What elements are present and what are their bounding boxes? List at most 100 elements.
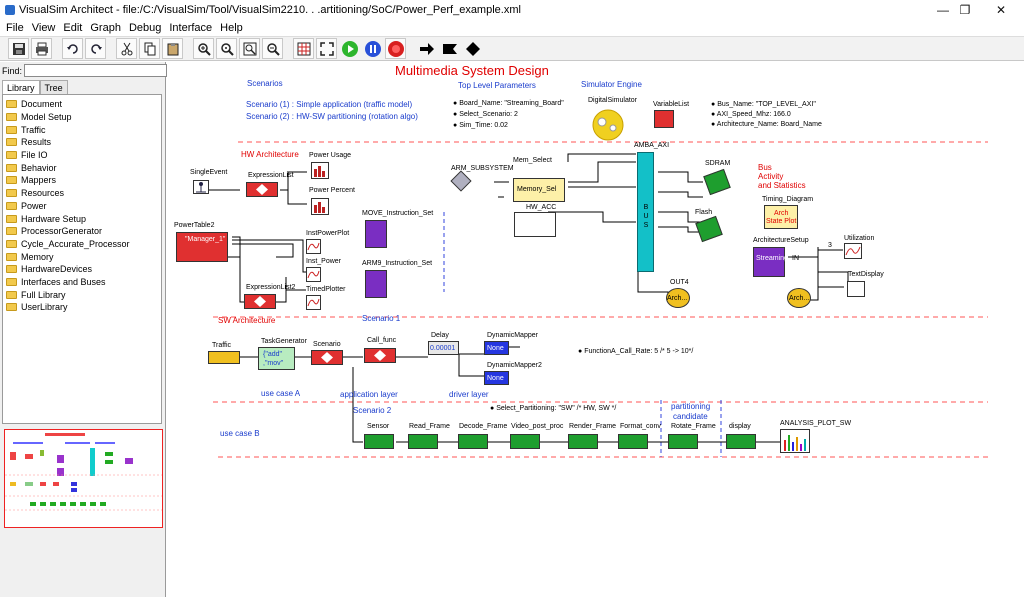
- out4-label: OUT4: [670, 279, 689, 286]
- call-func-block[interactable]: [364, 348, 396, 363]
- variable-list-block[interactable]: [654, 110, 674, 128]
- traffic-block[interactable]: [208, 351, 240, 364]
- library-item-processor-generator[interactable]: ProcessorGenerator: [3, 225, 161, 238]
- menu-help[interactable]: Help: [220, 22, 243, 34]
- delay-block[interactable]: 0.00001: [428, 341, 459, 355]
- dynamic-mapper2-none: None: [487, 375, 504, 382]
- text-display-block[interactable]: [847, 281, 865, 297]
- pipeline-video-post-proc-block[interactable]: [510, 434, 540, 449]
- task-generator-block[interactable]: {"add" ,"mov": [258, 347, 295, 370]
- folder-icon: [6, 252, 17, 261]
- close-button[interactable]: ✕: [995, 3, 1007, 17]
- pipeline-sensor-block[interactable]: [364, 434, 394, 449]
- utilization-plot[interactable]: [844, 243, 862, 259]
- zoom-in-icon[interactable]: [193, 38, 214, 59]
- text-display-label: TextDisplay: [848, 271, 884, 278]
- timed-plotter[interactable]: [306, 295, 321, 310]
- pause-icon[interactable]: [362, 38, 383, 59]
- panel-tabs: Library Tree: [2, 80, 68, 95]
- tab-tree[interactable]: Tree: [39, 80, 68, 95]
- library-item-cycle-accurate-processor[interactable]: Cycle_Accurate_Processor: [3, 238, 161, 251]
- library-item-hardware-setup[interactable]: Hardware Setup: [3, 212, 161, 225]
- flag-icon[interactable]: [439, 38, 460, 59]
- library-item-model-setup[interactable]: Model Setup: [3, 111, 161, 124]
- dynamic-mapper2-label: DynamicMapper2: [487, 362, 542, 369]
- copy-icon[interactable]: [139, 38, 160, 59]
- title-bar: VisualSim Architect - file:/C:/VisualSim…: [0, 0, 1024, 20]
- grid-icon[interactable]: [293, 38, 314, 59]
- out4-block[interactable]: Arch...: [666, 288, 690, 308]
- arm-subsystem-icon: [450, 170, 472, 192]
- pipeline-display-block[interactable]: [726, 434, 756, 449]
- expression-list2-block[interactable]: [244, 294, 276, 309]
- dynamic-mapper2-block[interactable]: None: [484, 371, 509, 385]
- analysis-plot-block[interactable]: [780, 429, 810, 453]
- model-overview-thumbnail[interactable]: [4, 429, 163, 528]
- single-event-block[interactable]: [193, 180, 209, 194]
- pipeline-read-frame-block[interactable]: [408, 434, 438, 449]
- menu-graph[interactable]: Graph: [90, 22, 121, 34]
- pipeline-render-frame-block[interactable]: [568, 434, 598, 449]
- pipeline-rotate-frame-block[interactable]: [668, 434, 698, 449]
- run-icon[interactable]: [339, 38, 360, 59]
- library-item-behavior[interactable]: Behavior: [3, 161, 161, 174]
- redo-icon[interactable]: [85, 38, 106, 59]
- zoom-out-icon[interactable]: [262, 38, 283, 59]
- driver-layer-label: driver layer: [449, 390, 489, 399]
- cut-icon[interactable]: [116, 38, 137, 59]
- maximize-button[interactable]: ❐: [959, 3, 971, 17]
- library-item-resources[interactable]: Resources: [3, 187, 161, 200]
- menu-edit[interactable]: Edit: [63, 22, 83, 34]
- param-sim-time: ● Sim_Time: 0.02: [453, 122, 508, 129]
- arm9-instruction-set-block[interactable]: [365, 270, 387, 298]
- library-item-hardware-devices[interactable]: HardwareDevices: [3, 263, 161, 276]
- library-item-results[interactable]: Results: [3, 136, 161, 149]
- pipeline-decode-frame-block[interactable]: [458, 434, 488, 449]
- library-item-mappers[interactable]: Mappers: [3, 174, 161, 187]
- find-input[interactable]: [24, 64, 168, 77]
- architecture-setup-block[interactable]: Streaming: [753, 247, 788, 277]
- memory-select-block[interactable]: Memory_Sel: [513, 178, 565, 202]
- library-item-user-library[interactable]: UserLibrary: [3, 301, 161, 314]
- tab-library[interactable]: Library: [2, 80, 40, 95]
- fullscreen-icon[interactable]: [316, 38, 337, 59]
- menu-view[interactable]: View: [31, 22, 56, 34]
- zoom-reset-icon[interactable]: [216, 38, 237, 59]
- stop-icon[interactable]: [385, 38, 406, 59]
- inst-power-plot-block[interactable]: [306, 267, 321, 282]
- library-item-power[interactable]: Power: [3, 200, 161, 213]
- diamond-icon[interactable]: [462, 38, 483, 59]
- scenario-block[interactable]: [311, 350, 343, 365]
- paste-icon[interactable]: [162, 38, 183, 59]
- arch-state-plot-block[interactable]: Arch State Plot: [764, 205, 798, 229]
- move-instruction-set-block[interactable]: [365, 220, 387, 248]
- zoom-fit-icon[interactable]: [239, 38, 260, 59]
- power-percent-plot[interactable]: [311, 198, 329, 215]
- pipeline-format-conv-block[interactable]: [618, 434, 648, 449]
- library-item-traffic[interactable]: Traffic: [3, 123, 161, 136]
- menu-file[interactable]: File: [6, 22, 24, 34]
- arrow-right-icon[interactable]: [416, 38, 437, 59]
- inst-power-plot[interactable]: [306, 239, 321, 254]
- minimize-button[interactable]: —: [937, 3, 949, 17]
- menu-debug[interactable]: Debug: [128, 22, 162, 34]
- menu-interface[interactable]: Interface: [169, 22, 213, 34]
- undo-icon[interactable]: [62, 38, 83, 59]
- arch-in-block[interactable]: Arch...: [787, 288, 811, 308]
- library-item-file-io[interactable]: File IO: [3, 149, 161, 162]
- library-item-memory[interactable]: Memory: [3, 250, 161, 263]
- power-usage-plot[interactable]: [311, 162, 329, 179]
- amba-axi-bus[interactable]: B U S: [637, 152, 654, 272]
- print-icon[interactable]: [31, 38, 52, 59]
- save-icon[interactable]: [8, 38, 29, 59]
- library-item-document[interactable]: Document: [3, 98, 161, 111]
- dynamic-mapper-block[interactable]: None: [484, 341, 509, 355]
- model-canvas[interactable]: Multimedia System Design Scenarios Scena…: [168, 62, 1024, 597]
- library-item-full-library[interactable]: Full Library: [3, 288, 161, 301]
- hw-acc-block[interactable]: [514, 212, 556, 237]
- flash-label: Flash: [695, 209, 713, 216]
- folder-icon: [6, 265, 17, 274]
- power-table2-block[interactable]: "Manager_1": [176, 232, 228, 262]
- expression-list-block[interactable]: [246, 182, 278, 197]
- library-item-interfaces-buses[interactable]: Interfaces and Buses: [3, 276, 161, 289]
